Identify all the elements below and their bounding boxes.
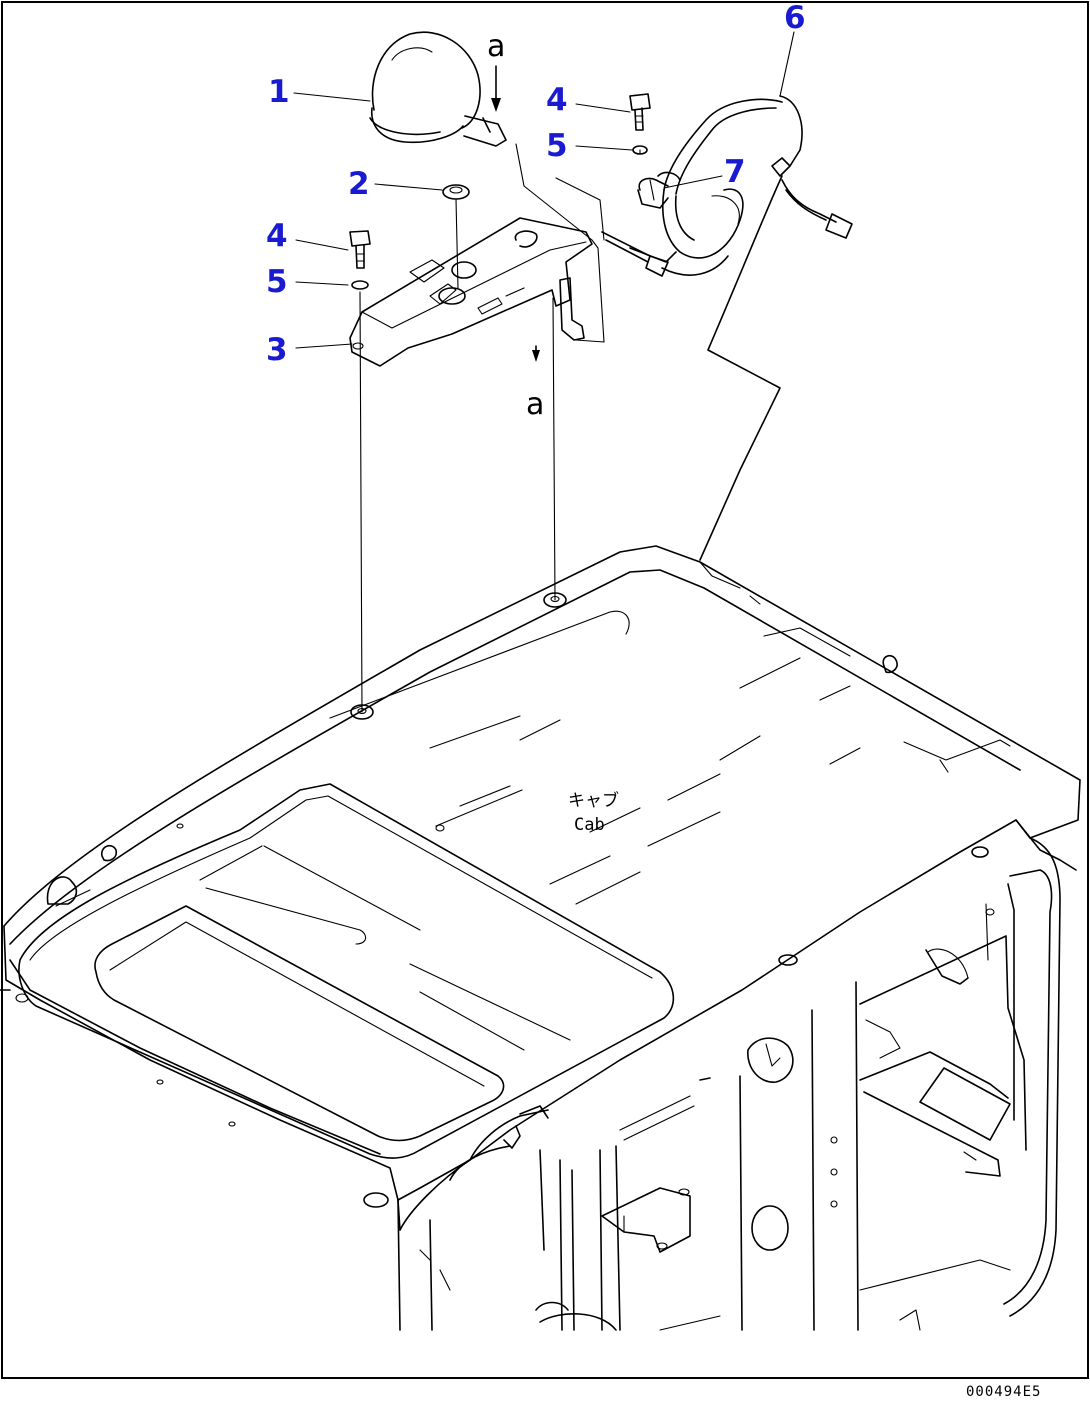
callout-4-left: 4 (266, 218, 288, 254)
callout-7: 7 (724, 154, 746, 190)
part-bolt-left (349, 230, 371, 269)
leader-lines (293, 31, 795, 349)
cab-label-japanese: キャブ (568, 790, 619, 811)
view-reference-frame (515, 143, 605, 343)
callout-5-left: 5 (266, 264, 288, 300)
mount-hole-right (543, 592, 567, 608)
view-arrow-bottom (532, 345, 540, 362)
view-ref-bottom: a (526, 387, 544, 422)
cab-structure (0, 545, 1081, 1331)
part-washer-left (351, 280, 369, 290)
mount-line-right (552, 297, 556, 601)
callout-1: 1 (268, 74, 290, 110)
cab-label-english: Cab (574, 815, 605, 835)
callout-3: 3 (266, 332, 288, 368)
view-arrow-top (491, 65, 501, 112)
part-grommet (442, 184, 470, 289)
part-lamp (369, 31, 507, 147)
part-bolt-upper (629, 93, 651, 131)
part-wiring-harness (601, 95, 853, 561)
view-ref-top: a (487, 29, 505, 64)
callout-5-right: 5 (546, 128, 568, 164)
callout-2: 2 (348, 166, 370, 202)
mount-hole-left (350, 704, 374, 720)
callout-4-right: 4 (546, 82, 568, 118)
part-clamp (637, 171, 681, 209)
drawing-code: 000494E5 (966, 1384, 1041, 1400)
callout-6: 6 (784, 0, 806, 36)
part-bracket (349, 217, 593, 367)
mount-line-left (359, 291, 363, 713)
